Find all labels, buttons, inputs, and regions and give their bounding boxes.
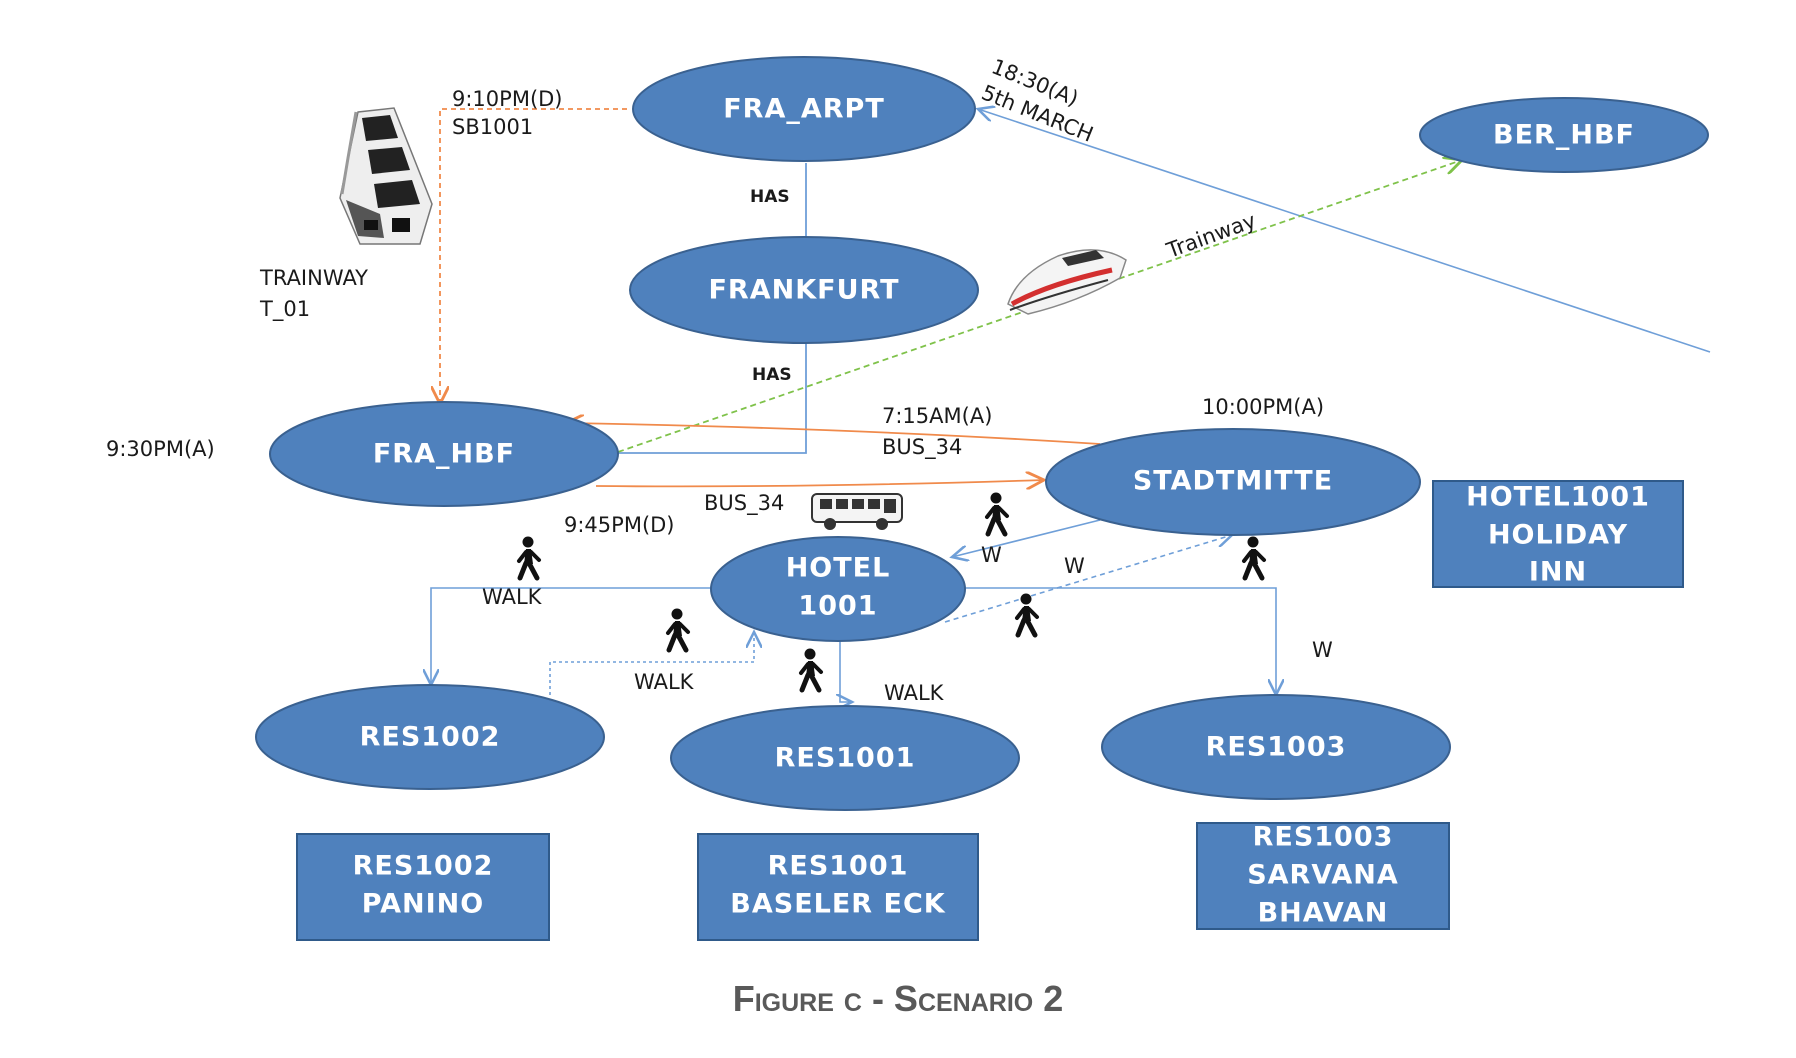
label-has-bottom: HAS [752,365,792,385]
label-trainway-code: T_01 [259,297,310,322]
node-stadtmitte[interactable]: STADTMITTE [1045,428,1421,536]
train-icon [1007,249,1127,315]
edge-bus-to-stadtmitte [595,480,1044,486]
edge-walk-hotel-res1001 [840,640,852,702]
svg-text:STADTMITTE: STADTMITTE [1133,466,1333,497]
label-w-stadt-hotel: W [981,543,1002,567]
svg-text:RES1002: RES1002 [360,722,501,753]
walking-person-icon [801,649,821,691]
svg-text:BASELER ECK: BASELER ECK [730,889,945,920]
edge-trainway-berlin [617,160,1462,453]
label-trainway: TRAINWAY [259,266,368,290]
edge-has-station [618,343,807,454]
node-ber-hbf[interactable]: BER_HBF [1419,97,1709,173]
node-fra-hbf[interactable]: FRA_HBF [269,401,619,507]
node-fra-arpt[interactable]: FRA_ARPT [632,56,976,162]
svg-text:HOLIDAY: HOLIDAY [1488,520,1628,551]
edge-walk-hotel-stadt [944,535,1232,623]
svg-text:FRA_ARPT: FRA_ARPT [723,94,885,125]
label-w-hotel-stadt: W [1064,554,1085,578]
svg-text:RES1003: RES1003 [1206,732,1347,763]
svg-text:SARVANA: SARVANA [1247,860,1399,891]
walking-person-icon [987,493,1007,535]
box-res1003-sarvana-bhavan: RES1003 SARVANA BHAVAN [1196,822,1450,930]
label-walk-from-res1002: WALK [634,670,695,694]
label-sb-code: SB1001 [452,115,533,139]
box-hotel1001-holiday-inn: HOTEL1001 HOLIDAY INN [1432,480,1684,588]
node-res1003[interactable]: RES1003 [1101,694,1451,800]
tram-icon [339,107,433,245]
node-frankfurt[interactable]: FRANKFURT [629,236,979,344]
box-res1002-panino: RES1002 PANINO [296,833,550,941]
edge-airport-long [978,109,1711,353]
label-arr-fra-hbf: 9:30PM(A) [106,437,215,461]
label-arr-stadtmitte: 10:00PM(A) [1202,395,1324,419]
svg-text:HOTEL1001: HOTEL1001 [1466,482,1650,513]
node-res1001[interactable]: RES1001 [670,705,1020,811]
svg-text:FRA_HBF: FRA_HBF [373,439,515,470]
walking-person-icon [1017,594,1037,636]
node-hotel-1001[interactable]: HOTEL 1001 [710,536,966,642]
edge-walk-res1002-hotel [549,632,754,695]
svg-text:INN: INN [1529,557,1587,588]
box-res1001-baseler-eck: RES1001 BASELER ECK [697,833,979,941]
edge-bus-to-hbf [566,423,1101,445]
svg-text:RES1003: RES1003 [1253,822,1394,853]
svg-text:1001: 1001 [798,591,877,622]
label-dep-time-sb: 9:10PM(D) [452,87,563,111]
svg-text:RES1002: RES1002 [353,851,494,882]
figure-caption: Figure c - Scenario 2 [732,978,1064,1019]
svg-text:PANINO: PANINO [362,889,484,920]
label-w-res1003: W [1312,638,1333,662]
label-walk-res1001: WALK [884,681,945,705]
svg-text:HOTEL: HOTEL [786,553,891,584]
edge-walk-hotel-res1003 [962,587,1276,695]
bus-icon [811,493,903,530]
svg-text:RES1001: RES1001 [768,851,909,882]
info-boxes: HOTEL1001 HOLIDAY INN RES1002 PANINO RES… [296,480,1684,941]
svg-text:BER_HBF: BER_HBF [1493,120,1635,151]
walking-person-icon [1244,537,1264,579]
label-walk-res1002: WALK [482,585,543,609]
edge-walk-stadt-hotel [952,519,1101,557]
edge-walk-hotel-res1002 [431,587,712,685]
label-arr-bus-code: BUS_34 [882,435,962,460]
svg-text:BHAVAN: BHAVAN [1258,898,1389,929]
node-res1002[interactable]: RES1002 [255,684,605,790]
label-arr-bus-time: 7:15AM(A) [882,404,992,428]
walking-person-icon [668,609,688,651]
walking-person-icon [519,537,539,579]
svg-text:FRANKFURT: FRANKFURT [708,275,899,306]
edges [431,108,1711,702]
edge-sb1001-trainway [440,108,627,404]
svg-text:RES1001: RES1001 [775,743,916,774]
nodes: FRA_ARPT BER_HBF FRANKFURT FRA_HBF STADT… [255,56,1709,811]
label-bus-dep-time: 9:45PM(D) [564,513,675,537]
label-bus-dep-code: BUS_34 [704,491,784,516]
label-trainway-berlin: Trainway [1163,208,1259,263]
label-has-top: HAS [750,187,790,207]
